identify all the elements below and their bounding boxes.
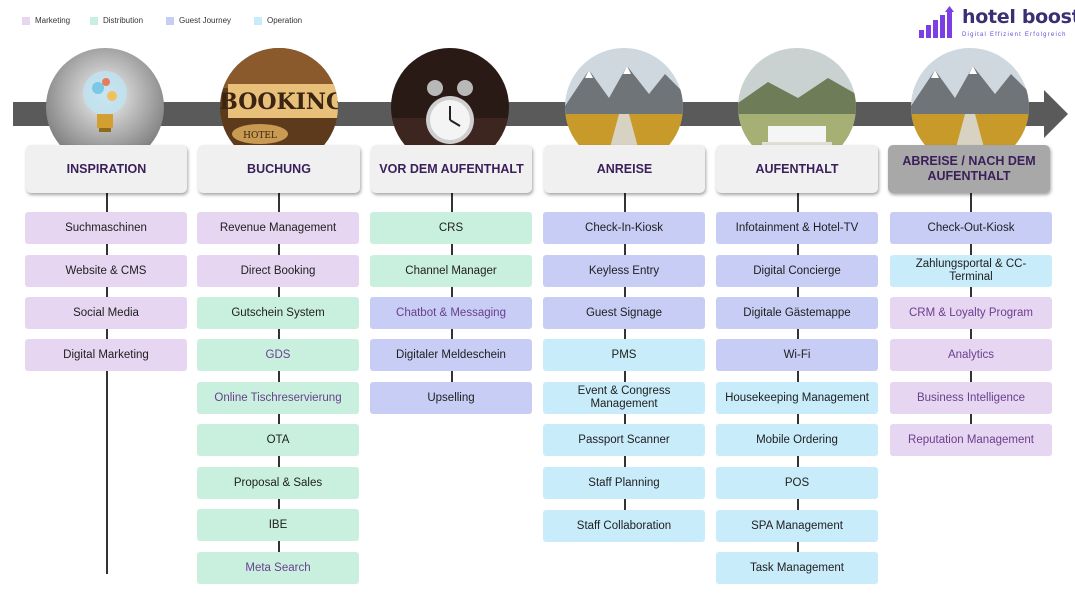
legend-swatch-guest-journey: [166, 17, 174, 25]
stage-inspiration: INSPIRATION: [26, 145, 187, 193]
svg-text:HOTEL: HOTEL: [243, 131, 277, 141]
legend-label: Operation: [267, 16, 303, 25]
item-guest-signage: Guest Signage: [543, 297, 705, 329]
item-chatbot-messaging: Chatbot & Messaging: [370, 297, 532, 329]
item-crm-loyalty-program: CRM & Loyalty Program: [890, 297, 1052, 329]
item-gds: GDS: [197, 339, 359, 371]
item-digitale-gaestemappe: Digitale Gästemappe: [716, 297, 878, 329]
item-website-cms: Website & CMS: [25, 255, 187, 287]
stage-anreise: ANREISE: [544, 145, 705, 193]
item-event-congress-management: Event & Congress Management: [543, 382, 705, 414]
item-social-media: Social Media: [25, 297, 187, 329]
item-infotainment-hotel-tv: Infotainment & Hotel-TV: [716, 212, 878, 244]
legend-swatch-distribution: [90, 17, 98, 25]
legend-label: Distribution: [103, 16, 144, 25]
item-suchmaschinen: Suchmaschinen: [25, 212, 187, 244]
item-upselling: Upselling: [370, 382, 532, 414]
item-ibe: IBE: [197, 509, 359, 541]
stage-vor-dem-aufenthalt: VOR DEM AUFENTHALT: [371, 145, 532, 193]
item-gutschein-system: Gutschein System: [197, 297, 359, 329]
item-ota: OTA: [197, 424, 359, 456]
item-keyless-entry: Keyless Entry: [543, 255, 705, 287]
item-crs: CRS: [370, 212, 532, 244]
bar-chart-logo-icon: [919, 6, 954, 38]
item-passport-scanner: Passport Scanner: [543, 424, 705, 456]
item-check-out-kiosk: Check-Out-Kiosk: [890, 212, 1052, 244]
item-digitaler-meldeschein: Digitaler Meldeschein: [370, 339, 532, 371]
item-zahlungsportal-cc-terminal: Zahlungsportal & CC-Terminal: [890, 255, 1052, 287]
stage-aufenthalt: AUFENTHALT: [716, 145, 878, 193]
legend-label: Marketing: [35, 16, 71, 25]
item-task-management: Task Management: [716, 552, 878, 584]
item-check-in-kiosk: Check-In-Kiosk: [543, 212, 705, 244]
item-wi-fi: Wi-Fi: [716, 339, 878, 371]
legend-label: Guest Journey: [179, 16, 232, 25]
item-digital-marketing: Digital Marketing: [25, 339, 187, 371]
item-mobile-ordering: Mobile Ordering: [716, 424, 878, 456]
item-reputation-management: Reputation Management: [890, 424, 1052, 456]
item-revenue-management: Revenue Management: [197, 212, 359, 244]
item-pms: PMS: [543, 339, 705, 371]
item-housekeeping-management: Housekeeping Management: [716, 382, 878, 414]
legend-swatch-marketing: [22, 17, 30, 25]
legend-swatch-operation: [254, 17, 262, 25]
hotel-boost-logo: hotel boost Digital Effizient Erfolgreic…: [918, 6, 1075, 46]
item-meta-search: Meta Search: [197, 552, 359, 584]
item-channel-manager: Channel Manager: [370, 255, 532, 287]
stage-buchung: BUCHUNG: [198, 145, 360, 193]
logo-tagline: Digital Effizient Erfolgreich: [962, 32, 1067, 38]
item-online-tischreservierung: Online Tischreservierung: [197, 382, 359, 414]
item-direct-booking: Direct Booking: [197, 255, 359, 287]
item-pos: POS: [716, 467, 878, 499]
item-analytics: Analytics: [890, 339, 1052, 371]
logo-name: hotel boost: [962, 6, 1075, 28]
item-staff-planning: Staff Planning: [543, 467, 705, 499]
item-spa-management: SPA Management: [716, 510, 878, 542]
item-business-intelligence: Business Intelligence: [890, 382, 1052, 414]
stage-connector: [106, 192, 108, 574]
item-digital-concierge: Digital Concierge: [716, 255, 878, 287]
item-proposal-sales: Proposal & Sales: [197, 467, 359, 499]
stage-abreise: ABREISE / NACH DEM AUFENTHALT: [888, 145, 1050, 193]
svg-text:BOOKING: BOOKING: [220, 89, 338, 115]
item-staff-collaboration: Staff Collaboration: [543, 510, 705, 542]
